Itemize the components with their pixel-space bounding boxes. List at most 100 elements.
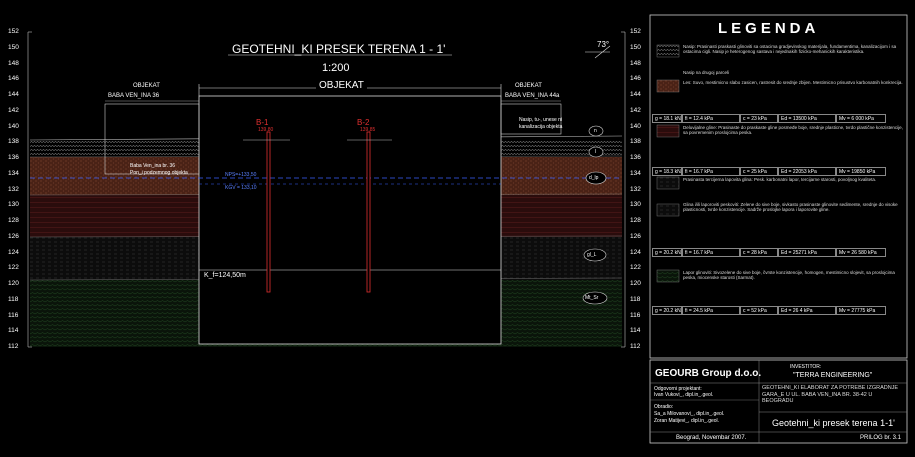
- elevation-tick-label: 114: [630, 327, 641, 335]
- company-name: GEOURB Group d.o.o.: [655, 368, 762, 379]
- legend-block-les: Les: Suvo, mestimicno slabo zasicen, ras…: [683, 80, 903, 85]
- excavation-pit: [198, 95, 502, 345]
- elevation-tick-label: 144: [8, 91, 19, 98]
- elevation-tick-label: 140: [8, 122, 19, 130]
- water-level-nps-label: NPS=+133,50: [225, 172, 257, 178]
- elevation-tick-label: 142: [8, 106, 19, 114]
- legend-param-cell: c = 23 kPa: [740, 114, 778, 123]
- elevation-tick-label: 140: [630, 122, 641, 130]
- legend-param-cell: g = 20.2 kN/m3: [652, 248, 682, 257]
- building-left: [104, 103, 200, 175]
- left-layer-note-1: Baba Ven_ina br. 36: [130, 163, 176, 169]
- elevation-tick-label: 124: [8, 248, 19, 256]
- legend-param-cell: g = 18.3 kN/m3: [652, 167, 682, 176]
- elevation-tick-label: 146: [8, 75, 19, 83]
- objekat-right-line2: BABA VEN_INA 44a: [505, 93, 560, 99]
- legend-param-cell: Ed = 22053 kPa: [778, 167, 836, 176]
- water-level-kgv-label: KGV = 133,10: [225, 185, 257, 191]
- staff-3: Obradio:: [654, 404, 674, 410]
- legend-param-cell: fi = 12.4 kPa: [682, 114, 740, 123]
- staff-1: Odgovorni projektant:: [654, 386, 702, 392]
- elevation-tick-label: 144: [630, 91, 641, 98]
- elevation-tick-label: 136: [8, 154, 19, 161]
- elevation-tick-label: 112: [8, 343, 19, 350]
- staff-4: Sa_a Milovanovi_, dipl.in_.geol.: [654, 411, 725, 417]
- right-note-line2: kanalizacija objekta: [519, 124, 563, 130]
- elevation-tick-label: 120: [8, 280, 19, 287]
- elevation-tick-label: 130: [8, 201, 19, 209]
- elevation-tick-label: 118: [630, 295, 641, 303]
- objekat-left-line2: BABA VEN_INA 36: [108, 93, 160, 99]
- borehole-b2-elev: 139,85: [360, 127, 376, 133]
- layer-label-mt: Mt_Sr: [585, 295, 599, 301]
- project-name: GEOTEHNI_KI ELABORAT ZA POTREBE IZGRADNJ…: [762, 385, 899, 404]
- objekat-right-line1: OBJEKAT: [515, 83, 542, 89]
- legend-block-nasip2: Nasip na drugoj parceli: [683, 70, 730, 75]
- title-block-frame: [649, 359, 908, 444]
- legend-param-cell: Ed = 26 4 kPa: [778, 306, 836, 315]
- elevation-tick-label: 122: [8, 264, 19, 272]
- legend-param-cell: c = 28 kPa: [740, 248, 778, 257]
- sheet-label: PRILOG br. 3.1: [860, 435, 902, 441]
- legend-block-marl: Lapor glinoviti: Sivozelene do sive boje…: [683, 270, 895, 281]
- layer-label-l: l: [595, 149, 597, 155]
- section-title: GEOTEHNI_KI PRESEK TERENA 1 - 1': [232, 42, 446, 56]
- legend-param-cell: Mv = 27775 kPa: [836, 306, 886, 315]
- legend-param-cell: g = 20.2 kN/m3: [652, 306, 682, 315]
- elevation-tick-label: 118: [8, 295, 19, 303]
- elevation-tick-label: 138: [630, 138, 641, 146]
- elevation-tick-label: 112: [630, 343, 641, 350]
- elevation-tick-label: 152: [630, 28, 641, 35]
- drawing-name: Geotehni_ki presek terena 1-1': [772, 418, 895, 428]
- elevation-tick-label: 116: [630, 311, 641, 319]
- legend-title: LEGENDA: [718, 20, 820, 37]
- left-layer-note-2: Pon_i podzemnog objekta: [130, 170, 188, 176]
- legend-block-lapor: Prasinasta tercijerna lapovita glina: Pe…: [683, 177, 877, 182]
- elevation-tick-label: 142: [630, 106, 641, 114]
- right-note-line1: Nasip, tu-, unese ni: [519, 117, 563, 123]
- legend-param-cell: g = 18.1 kN/m3: [652, 114, 682, 123]
- elevation-tick-label: 126: [630, 232, 641, 240]
- objekat-main-label: OBJEKAT: [316, 80, 367, 91]
- elevation-tick-label: 114: [8, 327, 19, 335]
- elevation-axis-right: [621, 31, 626, 348]
- investor-name: "TERRA ENGINEERING": [793, 372, 873, 379]
- borehole-b2-id: B-2: [357, 118, 370, 127]
- elevation-tick-label: 150: [630, 43, 641, 51]
- elevation-tick-label: 148: [8, 59, 19, 67]
- elevation-tick-label: 152: [8, 28, 19, 35]
- elevation-tick-label: 120: [630, 280, 641, 287]
- elevation-tick-label: 128: [8, 217, 19, 224]
- borehole-b1-elev: 139,80: [258, 127, 274, 133]
- legend-param-cell: Ed = 25271 kPa: [778, 248, 836, 257]
- staff-2: Ivan Vukovi_, dipl.in_.geol.: [654, 392, 714, 398]
- layer-label-gl: gl_L: [587, 252, 597, 258]
- legend-param-cell: fi = 16.7 kPa: [682, 248, 740, 257]
- legend-param-cell: c = 25 kPa: [740, 167, 778, 176]
- legend-param-cell: Ed = 13500 kPa: [778, 114, 836, 123]
- legend-param-cell: Mv = 6 000 kPa: [836, 114, 886, 123]
- borehole-b1-id: B-1: [256, 118, 269, 127]
- foundation-label: K_f=124,50m: [204, 272, 246, 279]
- angle-label: 73°: [597, 40, 610, 49]
- elevation-tick-label: 128: [630, 217, 641, 224]
- elevation-tick-label: 134: [8, 169, 19, 177]
- elevation-tick-label: 122: [630, 264, 641, 272]
- layer-label-dlp: d_lp: [589, 175, 599, 181]
- building-right: [500, 103, 562, 135]
- objekat-left-line1: OBJEKAT: [133, 83, 160, 89]
- section-scale: 1:200: [322, 62, 350, 74]
- elevation-tick-label: 146: [630, 75, 641, 83]
- legend-frame: [649, 14, 908, 359]
- legend-param-cell: Mv = 26 580 kPa: [836, 248, 886, 257]
- layer-label-n: n: [594, 128, 597, 134]
- elevation-tick-label: 130: [630, 201, 641, 209]
- elevation-tick-label: 124: [630, 248, 641, 256]
- legend-param-cell: c = 52 kPa: [740, 306, 778, 315]
- elevation-tick-label: 116: [8, 311, 19, 319]
- elevation-tick-label: 136: [630, 154, 641, 161]
- borehole-b1: [266, 131, 271, 293]
- investor-label: INVESTITOR:: [790, 364, 822, 370]
- legend-block-glina: Deluvijalne gline: Prasinaste do praskas…: [683, 125, 903, 136]
